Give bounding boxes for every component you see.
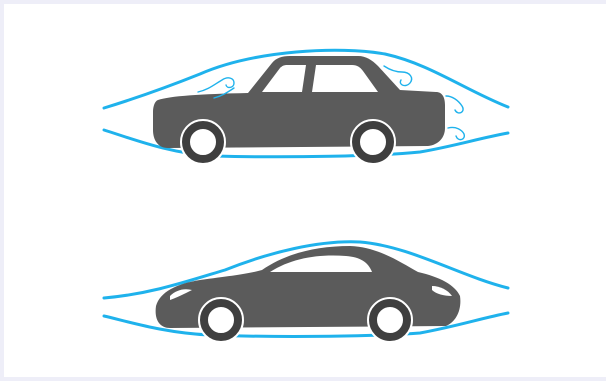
sedan-front-wheel [181, 120, 225, 164]
coupe-rear-wheel [368, 298, 412, 342]
turbulence-swirl-icon [446, 96, 463, 113]
sedan-diagram [104, 50, 508, 164]
coupe-diagram [104, 242, 508, 342]
turbulence-swirl-icon [198, 78, 234, 92]
sedan-rear-wheel [351, 120, 395, 164]
turbulence-swirl-icon [448, 127, 464, 139]
coupe-front-wheel [199, 298, 243, 342]
